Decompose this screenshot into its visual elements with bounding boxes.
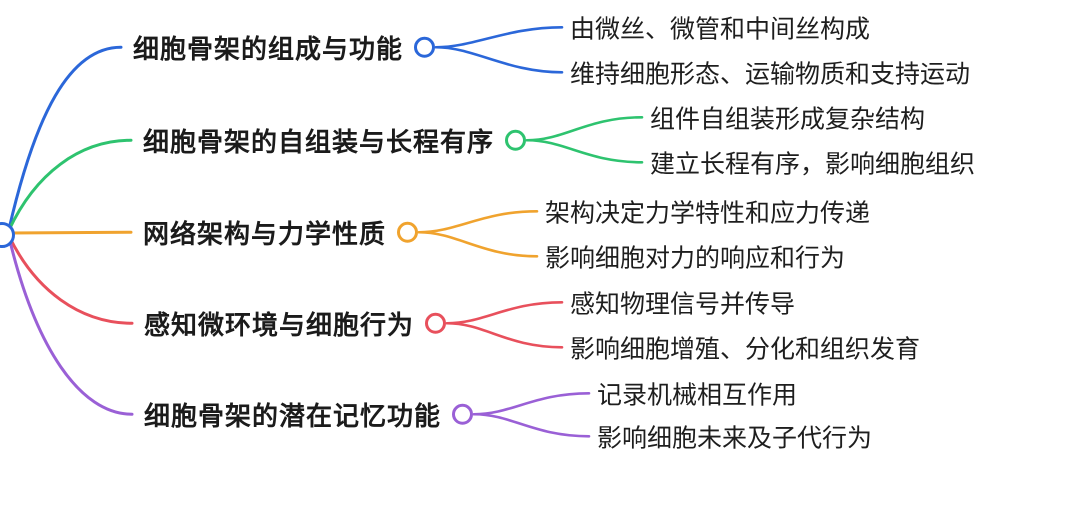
branch-node-row: 细胞骨架的潜在记忆功能: [144, 396, 474, 433]
branch-label[interactable]: 网络架构与力学性质: [143, 218, 387, 249]
leaf-node[interactable]: 维持细胞形态、运输物质和支持运动: [570, 60, 971, 89]
branch-toggle-circle[interactable]: [505, 129, 527, 151]
leaf-node[interactable]: 由微丝、微管和中间丝构成: [570, 15, 871, 44]
branch-label[interactable]: 细胞骨架的组成与功能: [133, 33, 404, 64]
branch-toggle-circle[interactable]: [425, 312, 447, 334]
leaf-node[interactable]: 影响细胞对力的响应和行为: [545, 244, 846, 273]
branch-label[interactable]: 细胞骨架的潜在记忆功能: [144, 400, 442, 431]
branch-toggle-circle[interactable]: [414, 36, 436, 58]
leaf-node[interactable]: 组件自组装形成复杂结构: [650, 105, 926, 134]
branch-toggle-circle[interactable]: [452, 403, 474, 425]
branch-label[interactable]: 感知微环境与细胞行为: [144, 309, 415, 340]
leaf-node[interactable]: 感知物理信号并传导: [570, 290, 796, 319]
branch-toggle-circle[interactable]: [397, 221, 419, 243]
leaf-node[interactable]: 影响细胞未来及子代行为: [597, 424, 873, 453]
leaf-node[interactable]: 影响细胞增殖、分化和组织发育: [570, 335, 921, 364]
leaf-node[interactable]: 记录机械相互作用: [597, 381, 798, 410]
branch-node-row: 细胞骨架的自组装与长程有序: [143, 122, 527, 159]
leaf-node[interactable]: 建立长程有序，影响细胞组织: [650, 150, 976, 179]
branch-node-row: 感知微环境与细胞行为: [144, 305, 447, 342]
root-node[interactable]: [0, 222, 15, 248]
branch-node-row: 网络架构与力学性质: [143, 214, 419, 251]
leaf-node[interactable]: 架构决定力学特性和应力传递: [545, 199, 871, 228]
branch-node-row: 细胞骨架的组成与功能: [133, 29, 436, 66]
branch-label[interactable]: 细胞骨架的自组装与长程有序: [143, 126, 495, 157]
